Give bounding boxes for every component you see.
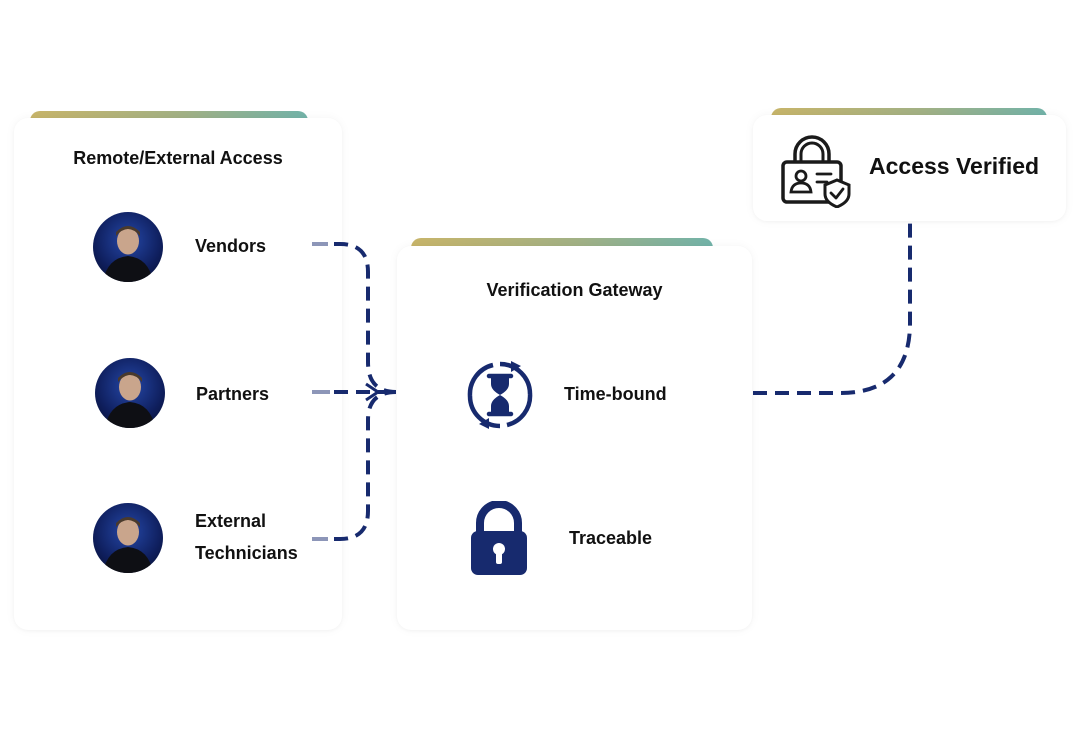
verification-gateway-card: Verification Gateway xyxy=(397,246,752,630)
remote-card-accent xyxy=(30,111,308,121)
verification-gateway-title: Verification Gateway xyxy=(486,280,663,300)
connector-vendors xyxy=(312,242,397,394)
vendor-avatar xyxy=(93,212,163,282)
partner-avatar xyxy=(95,358,165,428)
verified-card-accent xyxy=(771,108,1047,118)
technician-avatar xyxy=(93,503,163,573)
partners-label: Partners xyxy=(196,384,270,404)
connector-verified xyxy=(753,222,912,395)
traceable-label: Traceable xyxy=(569,528,653,548)
connector-technicians xyxy=(312,390,397,541)
technicians-label-line2: Technicians xyxy=(195,543,298,563)
id-card-lock-shield-icon xyxy=(779,132,853,213)
remote-access-title: Remote/External Access xyxy=(73,148,283,168)
access-verified-title: Access Verified xyxy=(869,153,1040,179)
hourglass-cycle-icon xyxy=(463,358,537,437)
remote-access-card: Remote/External Access xyxy=(14,118,342,630)
gateway-card-accent xyxy=(411,238,713,248)
connector-arrowhead xyxy=(365,382,381,402)
padlock-icon xyxy=(468,500,530,582)
vendors-label: Vendors xyxy=(195,236,267,256)
technicians-label-line1: External xyxy=(195,511,267,531)
time-bound-label: Time-bound xyxy=(564,384,667,404)
